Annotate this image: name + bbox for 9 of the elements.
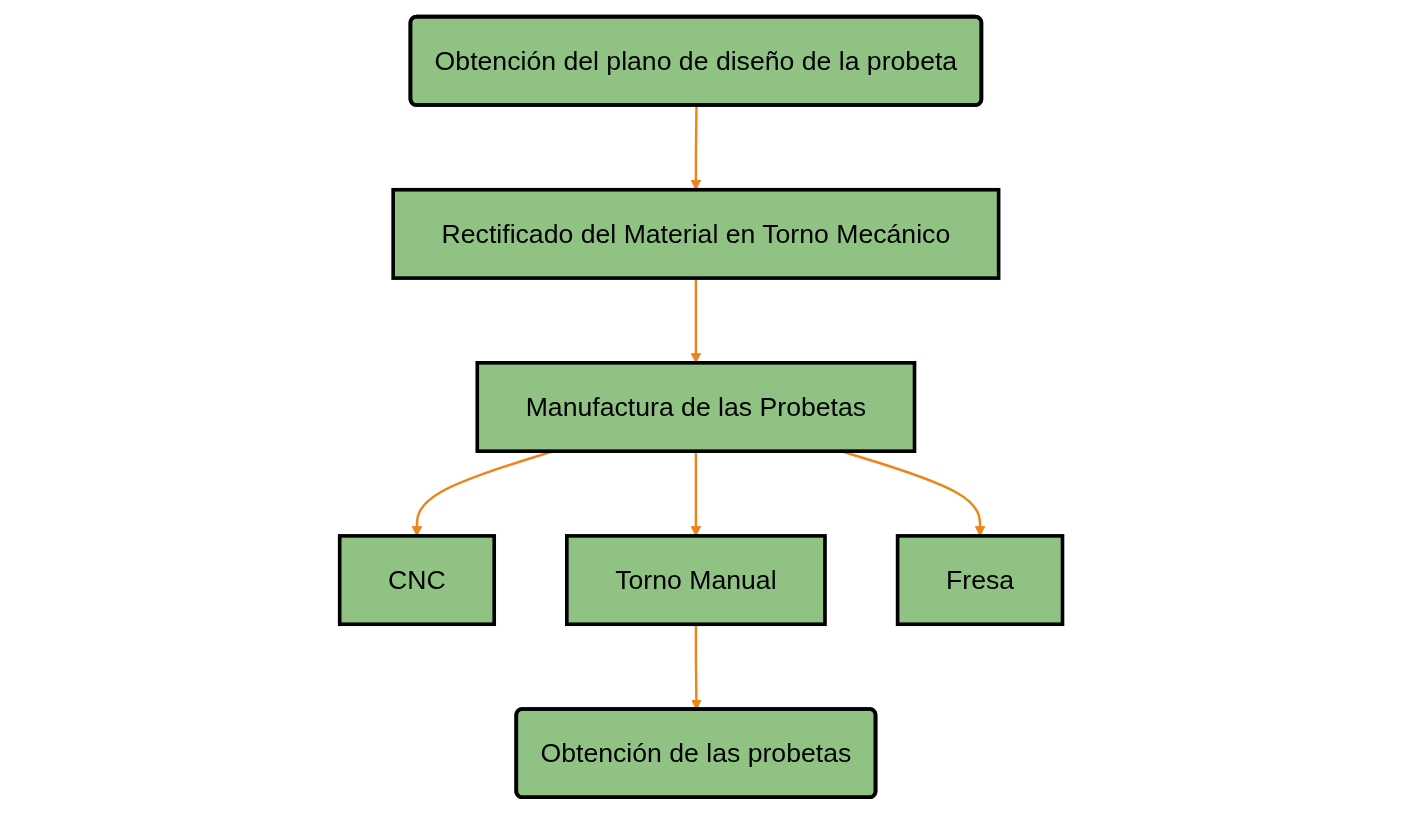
node-box <box>565 533 828 626</box>
flowchart: Obtención del plano de diseño de la probeta Rectificado del Material en Torno Mecánico Manufactura de las Probetas CNC Torno Manual Fresa Obtención de las probetas <box>330 6 1073 807</box>
arrow <box>691 450 702 536</box>
node-box <box>896 533 1065 626</box>
node-box <box>391 187 1001 280</box>
node-box <box>338 533 497 626</box>
arrow <box>691 277 702 363</box>
arrow <box>691 105 702 190</box>
node-box <box>475 360 917 453</box>
